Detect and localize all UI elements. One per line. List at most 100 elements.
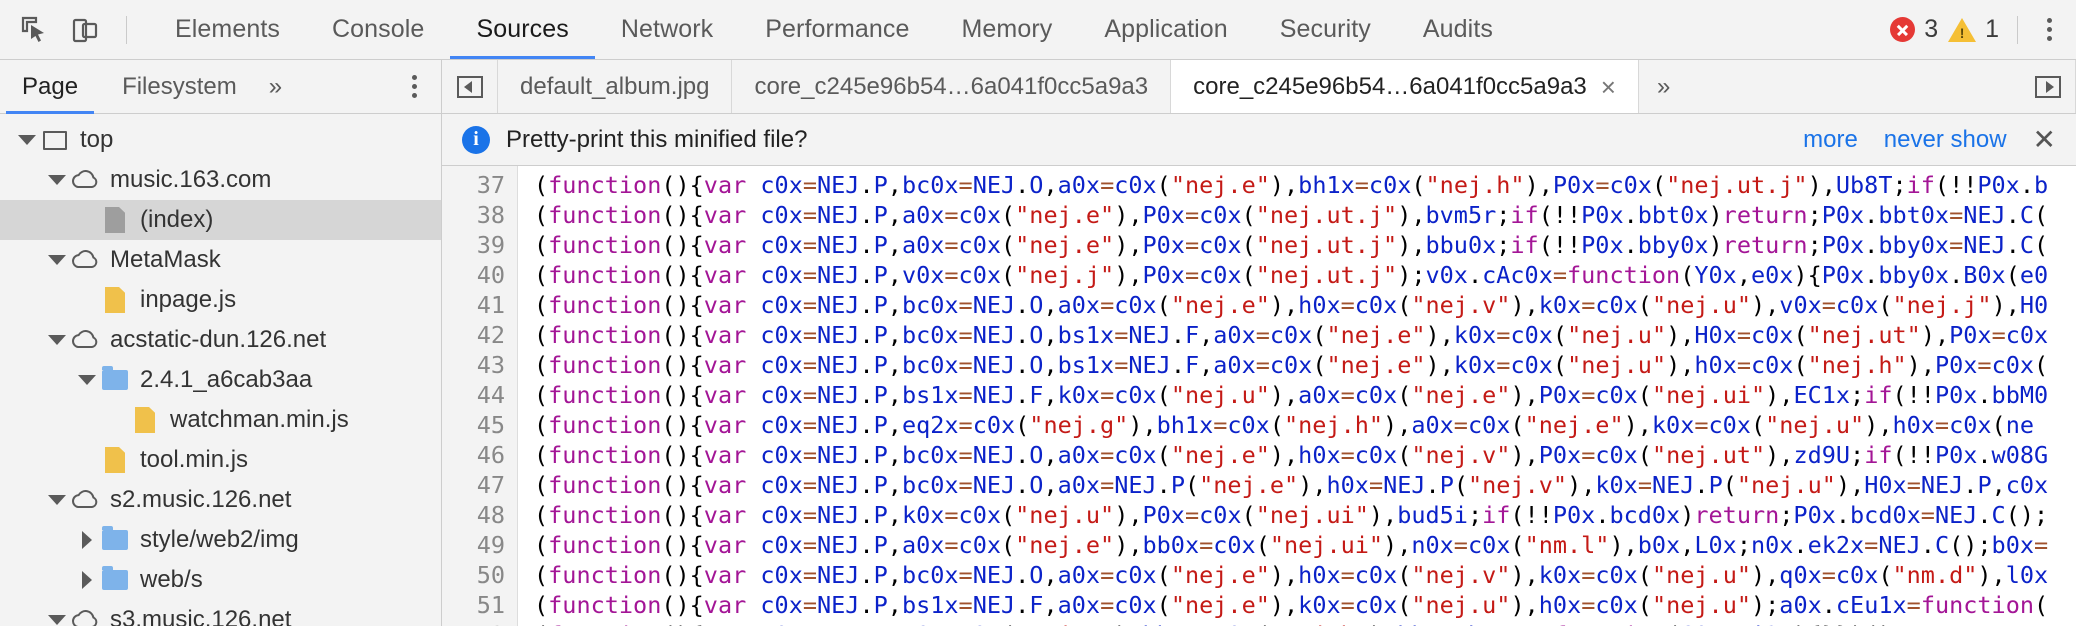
cloud-icon: [70, 327, 100, 353]
tree-item-label: style/web2/img: [140, 526, 299, 553]
line-number[interactable]: 48: [476, 501, 505, 529]
previous-file-icon[interactable]: [442, 60, 498, 113]
line-number[interactable]: 39: [476, 231, 505, 259]
tree-item[interactable]: inpage.js: [0, 280, 441, 320]
infobar-close-icon[interactable]: ✕: [2032, 124, 2056, 155]
line-number-gutter: 3738394041424344454647484950515253: [442, 166, 518, 626]
error-counter[interactable]: 3: [1890, 15, 1938, 44]
tree-item[interactable]: web/s: [0, 560, 441, 600]
chevron-down-icon[interactable]: [44, 495, 70, 505]
chevron-down-icon[interactable]: [44, 255, 70, 265]
code-line[interactable]: (function(){var c0x=NEJ.P,a0x=c0x("nej.e…: [534, 531, 2049, 559]
navigator-tab-filesystem[interactable]: Filesystem: [100, 60, 259, 113]
tab-security-label: Security: [1279, 15, 1371, 43]
info-icon: i: [462, 125, 490, 154]
line-number[interactable]: 46: [476, 441, 505, 469]
tab-network[interactable]: Network: [595, 0, 739, 59]
close-icon[interactable]: ×: [1600, 71, 1616, 102]
main-menu-icon[interactable]: [2036, 13, 2062, 47]
code-line[interactable]: (function(){var c0x=NEJ.P,bs1x=NEJ.F,a0x…: [534, 591, 2049, 619]
tab-elements[interactable]: Elements: [149, 0, 306, 59]
editor-tab-default-album[interactable]: default_album.jpg: [498, 60, 733, 113]
chevron-down-icon[interactable]: [44, 615, 70, 625]
code-line[interactable]: (function(){var c0x=NEJ.P,v0x=c0x("nej.j…: [534, 261, 2049, 289]
cloud-icon: [70, 167, 100, 193]
chevron-down-icon[interactable]: [74, 375, 100, 385]
code-editor[interactable]: 3738394041424344454647484950515253 (func…: [442, 166, 2076, 626]
twisty-triangle: [48, 255, 66, 265]
tree-item[interactable]: top: [0, 120, 441, 160]
code-line[interactable]: (function(){var c0x=NEJ.P,bc0x=NEJ.O,a0x…: [534, 471, 2049, 499]
tree-item[interactable]: (index): [0, 200, 441, 240]
infobar-message: Pretty-print this minified file?: [506, 125, 808, 153]
tab-audits[interactable]: Audits: [1397, 0, 1519, 59]
code-line[interactable]: (function(){var c0x=NEJ.P,bc0x=NEJ.O,a0x…: [534, 291, 2049, 319]
pretty-print-infobar: i Pretty-print this minified file? more …: [442, 114, 2076, 166]
next-file-icon[interactable]: [2020, 60, 2076, 113]
tab-console[interactable]: Console: [306, 0, 450, 59]
tree-item[interactable]: tool.min.js: [0, 440, 441, 480]
code-line[interactable]: (function(){var c0x=NEJ.P,bc0x=NEJ.O,bs1…: [534, 321, 2049, 349]
line-number[interactable]: 47: [476, 471, 505, 499]
chevron-right-icon[interactable]: [74, 531, 100, 549]
navigator-tab-page[interactable]: Page: [0, 60, 100, 114]
code-lines[interactable]: (function(){var c0x=NEJ.P,bc0x=NEJ.O,a0x…: [518, 166, 2076, 626]
tab-security[interactable]: Security: [1254, 0, 1397, 59]
tree-item-label: 2.4.1_a6cab3aa: [140, 366, 313, 393]
code-line[interactable]: (function(){var c0x=NEJ.P,eq2x=c0x("nej.…: [534, 411, 2034, 439]
code-line[interactable]: (function(){var c0x=NEJ.P,a0x=c0x("nej.e…: [534, 620, 2076, 626]
tree-item[interactable]: s3.music.126.net: [0, 600, 441, 626]
line-number[interactable]: 49: [476, 531, 505, 559]
inspect-element-icon[interactable]: [18, 13, 52, 47]
tree-item-label: s3.music.126.net: [110, 606, 292, 626]
tab-sources[interactable]: Sources: [450, 0, 596, 59]
code-line[interactable]: (function(){var c0x=NEJ.P,a0x=c0x("nej.e…: [534, 201, 2049, 229]
tree-item[interactable]: s2.music.126.net: [0, 480, 441, 520]
code-line[interactable]: (function(){var c0x=NEJ.P,a0x=c0x("nej.e…: [534, 231, 2049, 259]
editor-tab-core-1[interactable]: core_c245e96b54…6a041f0cc5a9a3: [732, 60, 1172, 113]
tab-audits-label: Audits: [1422, 15, 1493, 43]
line-number[interactable]: 50: [476, 561, 505, 589]
navigator-menu-icon[interactable]: [401, 70, 427, 104]
code-line[interactable]: (function(){var c0x=NEJ.P,bc0x=NEJ.O,a0x…: [534, 171, 2049, 199]
editor-tab-core-2[interactable]: core_c245e96b54…6a041f0cc5a9a3 ×: [1171, 60, 1639, 113]
cloud-icon: [70, 247, 100, 273]
code-line[interactable]: (function(){var c0x=NEJ.P,bc0x=NEJ.O,a0x…: [534, 441, 2049, 469]
infobar-never-show-link[interactable]: never show: [1883, 125, 2007, 153]
tree-item[interactable]: watchman.min.js: [0, 400, 441, 440]
chevron-down-icon[interactable]: [44, 335, 70, 345]
navigator-more-tabs-icon[interactable]: »: [268, 72, 283, 100]
chevron-down-icon[interactable]: [44, 175, 70, 185]
code-line[interactable]: (function(){var c0x=NEJ.P,k0x=c0x("nej.u…: [534, 501, 2049, 529]
tree-item-label: inpage.js: [140, 286, 237, 313]
line-number[interactable]: 43: [476, 351, 505, 379]
tree-item[interactable]: acstatic-dun.126.net: [0, 320, 441, 360]
code-line[interactable]: (function(){var c0x=NEJ.P,bc0x=NEJ.O,a0x…: [534, 561, 2049, 589]
line-number[interactable]: 42: [476, 321, 505, 349]
line-number[interactable]: 44: [476, 381, 505, 409]
tree-item[interactable]: 2.4.1_a6cab3aa: [0, 360, 441, 400]
line-number[interactable]: 38: [476, 201, 505, 229]
warning-count: 1: [1985, 15, 1999, 43]
line-number[interactable]: 45: [476, 411, 505, 439]
tab-application[interactable]: Application: [1078, 0, 1253, 59]
tree-item[interactable]: MetaMask: [0, 240, 441, 280]
tab-performance[interactable]: Performance: [739, 0, 935, 59]
line-number[interactable]: 37: [476, 171, 505, 199]
chevron-down-icon[interactable]: [14, 135, 40, 145]
line-number[interactable]: 40: [476, 261, 505, 289]
twisty-triangle: [18, 135, 36, 145]
chevron-right-icon[interactable]: [74, 571, 100, 589]
code-line[interactable]: (function(){var c0x=NEJ.P,bc0x=NEJ.O,bs1…: [534, 351, 2049, 379]
code-line[interactable]: (function(){var c0x=NEJ.P,bs1x=NEJ.F,k0x…: [534, 381, 2049, 409]
line-number[interactable]: 51: [476, 591, 505, 619]
tree-item[interactable]: style/web2/img: [0, 520, 441, 560]
line-number[interactable]: 41: [476, 291, 505, 319]
tree-item[interactable]: music.163.com: [0, 160, 441, 200]
tab-memory[interactable]: Memory: [935, 0, 1078, 59]
warning-counter[interactable]: 1: [1948, 15, 1999, 44]
infobar-more-link[interactable]: more: [1803, 125, 1858, 153]
line-number[interactable]: 52: [460, 620, 505, 626]
device-toolbar-icon[interactable]: [68, 13, 102, 47]
editor-more-tabs-icon[interactable]: »: [1656, 72, 1671, 100]
